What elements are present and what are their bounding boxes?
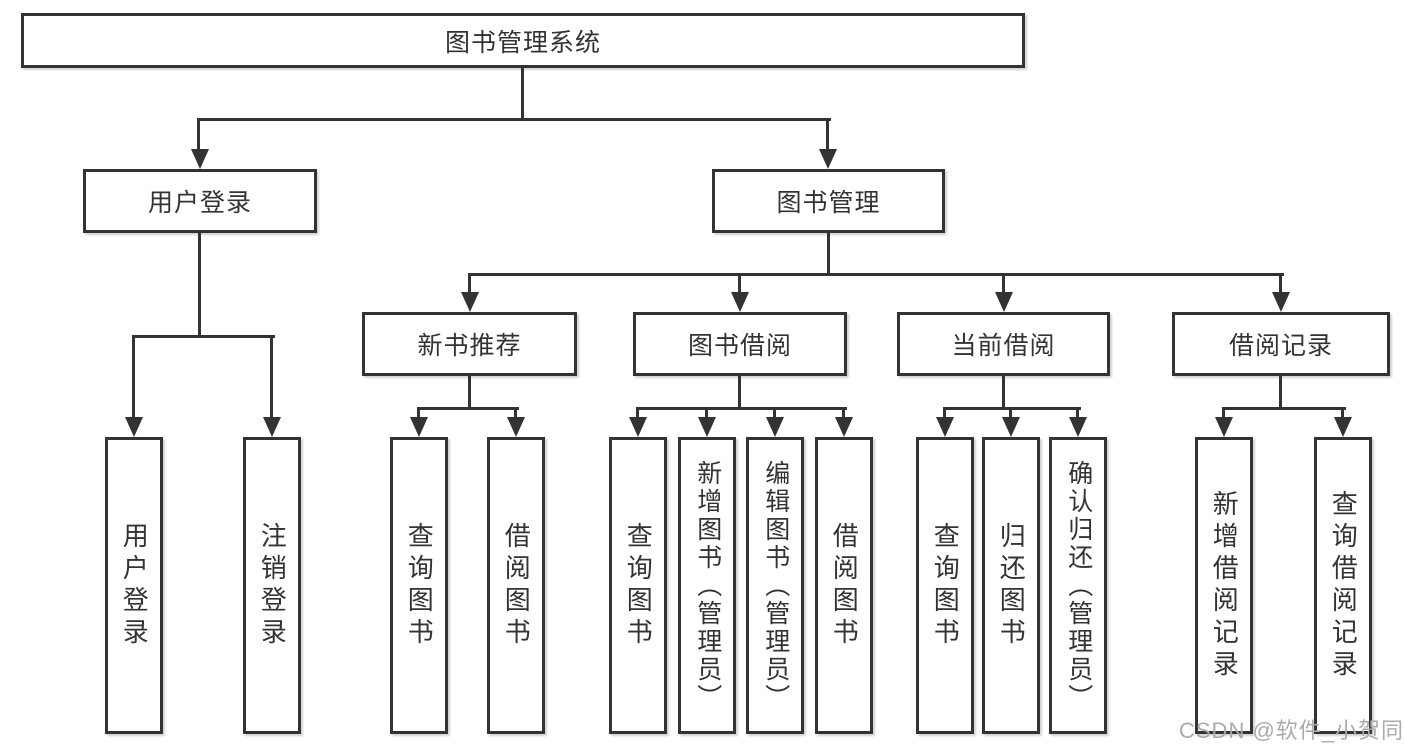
leaf-current-query: 查询图书 [916,437,974,734]
leaf-current-confirm-return-admin: 确认归还（管理员） [1049,437,1107,734]
connector-drop-currentborrow [1002,276,1005,296]
node-book-management: 图书管理 [712,169,945,233]
arrowhead-borrow-add [698,417,716,437]
connector-drop-newbook [468,276,471,296]
arrowhead-bookborrow [731,292,749,312]
leaf-records-add: 新增借阅记录 [1195,437,1253,734]
leaf-newbook-query: 查询图书 [390,437,448,734]
leaf-current-return: 归还图书 [982,437,1040,734]
node-new-book-recommend-label: 新书推荐 [417,332,522,360]
arrowhead-records-query [1334,417,1352,437]
connector-drop-current-query [943,410,946,420]
connector-drop-book-management [826,118,829,152]
leaf-logout: 注销登录 [243,437,301,734]
leaf-newbook-borrow-label: 借阅图书 [501,521,532,650]
leaf-current-query-label: 查询图书 [930,521,961,650]
connector-drop-borrow-add [705,410,708,420]
arrowhead-current-return [1002,417,1020,437]
node-user-login: 用户登录 [83,169,317,233]
connector-drop-leaf-logout [270,338,273,420]
node-current-borrow: 当前借阅 [897,312,1110,376]
connector-records-stem [1279,376,1282,410]
node-book-borrow-label: 图书借阅 [687,332,792,360]
leaf-borrow-query-label: 查询图书 [623,521,654,650]
node-new-book-recommend: 新书推荐 [362,312,577,376]
leaf-newbook-query-label: 查询图书 [404,521,435,650]
connector-drop-records-query [1341,410,1344,420]
leaf-logout-label: 注销登录 [257,521,288,650]
node-library-system-label: 图书管理系统 [444,28,601,57]
leaf-borrow-borrow: 借阅图书 [815,437,873,734]
connector-drop-records [1279,276,1282,296]
node-book-borrow: 图书借阅 [633,312,847,376]
node-borrow-records-label: 借阅记录 [1228,332,1333,360]
connector-drop-current-return [1009,410,1012,420]
connector-root-stem [521,68,524,121]
leaf-borrow-query: 查询图书 [609,437,667,734]
leaf-borrow-edit-admin: 编辑图书（管理员） [746,437,804,734]
arrowhead-current-query [936,417,954,437]
watermark: CSDN @软件_小贺同学 [1179,718,1405,743]
connector-drop-borrow-query [636,410,639,420]
arrowhead-borrow-query [629,417,647,437]
connector-drop-records-add [1222,410,1225,420]
connector-currentborrow-stem [1002,376,1005,410]
leaf-borrow-add-admin: 新增图书（管理员） [678,437,736,734]
leaf-newbook-borrow: 借阅图书 [487,437,545,734]
connector-drop-bookborrow [738,276,741,296]
connector-currentborrow-bar [943,407,1081,410]
node-library-system: 图书管理系统 [21,13,1025,68]
connector-bookmgmt-bar [468,273,1284,276]
arrowhead-user-login [191,149,209,169]
connector-bookborrow-bar [636,407,847,410]
leaf-borrow-edit-admin-label: 编辑图书（管理员） [761,459,790,712]
leaf-user-login: 用户登录 [105,437,163,734]
arrowhead-newbook-borrow [507,417,525,437]
connector-bookborrow-stem [738,376,741,410]
arrowhead-currentborrow [995,292,1013,312]
leaf-records-query-label: 查询借阅记录 [1328,489,1359,682]
connector-drop-borrow-borrow [842,410,845,420]
connector-drop-newbook-borrow [514,410,517,420]
leaf-current-confirm-return-admin-label: 确认归还（管理员） [1064,459,1093,712]
node-user-login-label: 用户登录 [147,189,252,217]
arrowhead-records-add [1215,417,1233,437]
connector-drop-current-confirm [1076,410,1079,420]
leaf-records-query: 查询借阅记录 [1314,437,1372,734]
connector-root-bar [197,118,831,121]
arrowhead-leaf-logout [263,417,281,437]
connector-bookmgmt-stem [827,233,830,276]
connector-newbook-stem [468,376,471,410]
arrowhead-newbook [461,292,479,312]
connector-drop-user-login [197,118,200,152]
connector-records-bar [1222,407,1346,410]
leaf-current-return-label: 归还图书 [996,521,1027,650]
node-borrow-records: 借阅记录 [1172,312,1390,376]
arrowhead-newbook-query [410,417,428,437]
connector-newbook-bar [417,407,519,410]
connector-drop-borrow-edit [773,410,776,420]
leaf-user-login-label: 用户登录 [119,521,150,650]
arrowhead-records [1272,292,1290,312]
node-book-management-label: 图书管理 [776,189,881,217]
arrowhead-book-management [819,149,837,169]
node-current-borrow-label: 当前借阅 [951,332,1056,360]
arrowhead-borrow-edit [766,417,784,437]
leaf-borrow-borrow-label: 借阅图书 [829,521,860,650]
connector-userlogin-stem [198,233,201,338]
arrowhead-borrow-borrow [835,417,853,437]
leaf-records-add-label: 新增借阅记录 [1209,489,1240,682]
arrowhead-current-confirm [1069,417,1087,437]
connector-userlogin-bar [132,335,275,338]
arrowhead-leaf-login [125,417,143,437]
connector-drop-newbook-query [417,410,420,420]
leaf-borrow-add-admin-label: 新增图书（管理员） [693,459,722,712]
connector-drop-leaf-login [132,338,135,420]
